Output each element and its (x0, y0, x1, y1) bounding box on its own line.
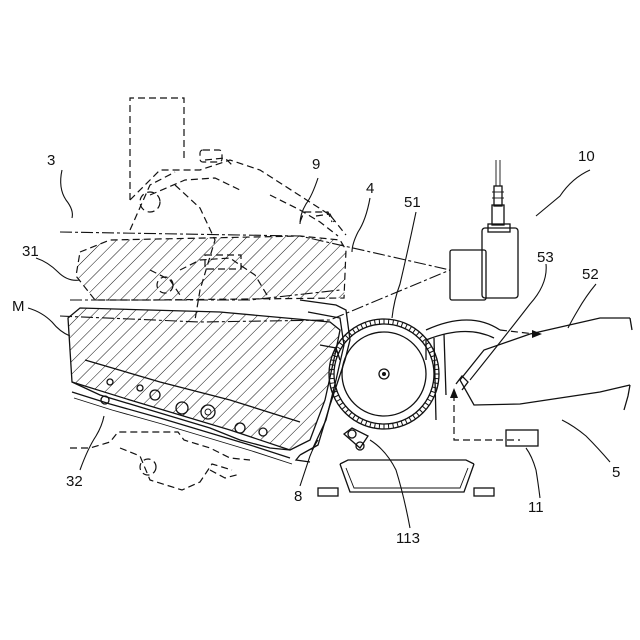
label-M: M (12, 298, 25, 315)
gear-tooth (361, 324, 363, 329)
gear-tooth (393, 423, 394, 428)
gear-tooth (416, 412, 419, 416)
label-10: 10 (578, 148, 595, 165)
gear-tooth (409, 417, 412, 421)
gear-tooth (427, 399, 431, 402)
label-9: 9 (312, 156, 320, 173)
gear-tooth (401, 322, 403, 327)
label-4: 4 (366, 180, 374, 197)
label-31: 31 (22, 243, 39, 260)
gear-tooth (433, 364, 438, 365)
gear-tooth (422, 406, 426, 409)
gear-drum-51 (329, 319, 439, 429)
roller-113 (344, 428, 368, 450)
gear-tooth (393, 320, 394, 325)
sensor-10 (450, 160, 518, 300)
gear-tooth (330, 383, 335, 384)
gear-tooth (429, 395, 434, 397)
gear-tooth (339, 403, 343, 406)
gear-tooth (413, 415, 416, 419)
gear-tooth (357, 417, 360, 421)
gear-tooth (336, 399, 340, 402)
gear-tooth (334, 395, 339, 397)
collection-tray (318, 460, 494, 496)
gear-tooth (370, 321, 371, 326)
gear-tooth (365, 322, 367, 327)
gear-tooth (352, 415, 355, 419)
gear-tooth (419, 409, 423, 413)
sensor-11 (506, 430, 538, 446)
upper-conveyor-31 (76, 212, 346, 300)
gear-tooth (413, 329, 416, 333)
gear-tooth (339, 342, 343, 345)
gear-tooth (370, 422, 371, 427)
gear-tooth (374, 423, 375, 428)
label-51: 51 (404, 194, 421, 211)
gear-tooth (416, 332, 419, 336)
gear-tooth (409, 326, 412, 330)
gear-tooth (361, 419, 363, 424)
label-53: 53 (537, 249, 554, 266)
gear-tooth (345, 335, 349, 339)
label-113: 113 (396, 530, 420, 547)
label-5: 5 (612, 464, 620, 481)
gear-tooth (401, 421, 403, 426)
label-3: 3 (47, 152, 55, 169)
gear-tooth (425, 403, 429, 406)
gear-tooth (352, 329, 355, 333)
label-32: 32 (66, 473, 83, 490)
gear-tooth (349, 412, 352, 416)
label-11: 11 (528, 499, 544, 516)
gear-tooth (374, 320, 375, 325)
gear-tooth (342, 406, 346, 409)
gear-tooth (405, 324, 407, 329)
gear-tooth (357, 326, 360, 330)
gear-tooth (419, 335, 423, 339)
gear-tooth (397, 321, 398, 326)
gear-tooth (365, 421, 367, 426)
gear-tooth (429, 351, 434, 353)
gear-tooth (427, 347, 431, 350)
label-8: 8 (294, 488, 302, 505)
gear-tooth (405, 419, 407, 424)
lower-frame (70, 432, 250, 490)
gear-tooth (397, 422, 398, 427)
gear-tooth (345, 409, 349, 413)
label-52: 52 (582, 266, 599, 283)
